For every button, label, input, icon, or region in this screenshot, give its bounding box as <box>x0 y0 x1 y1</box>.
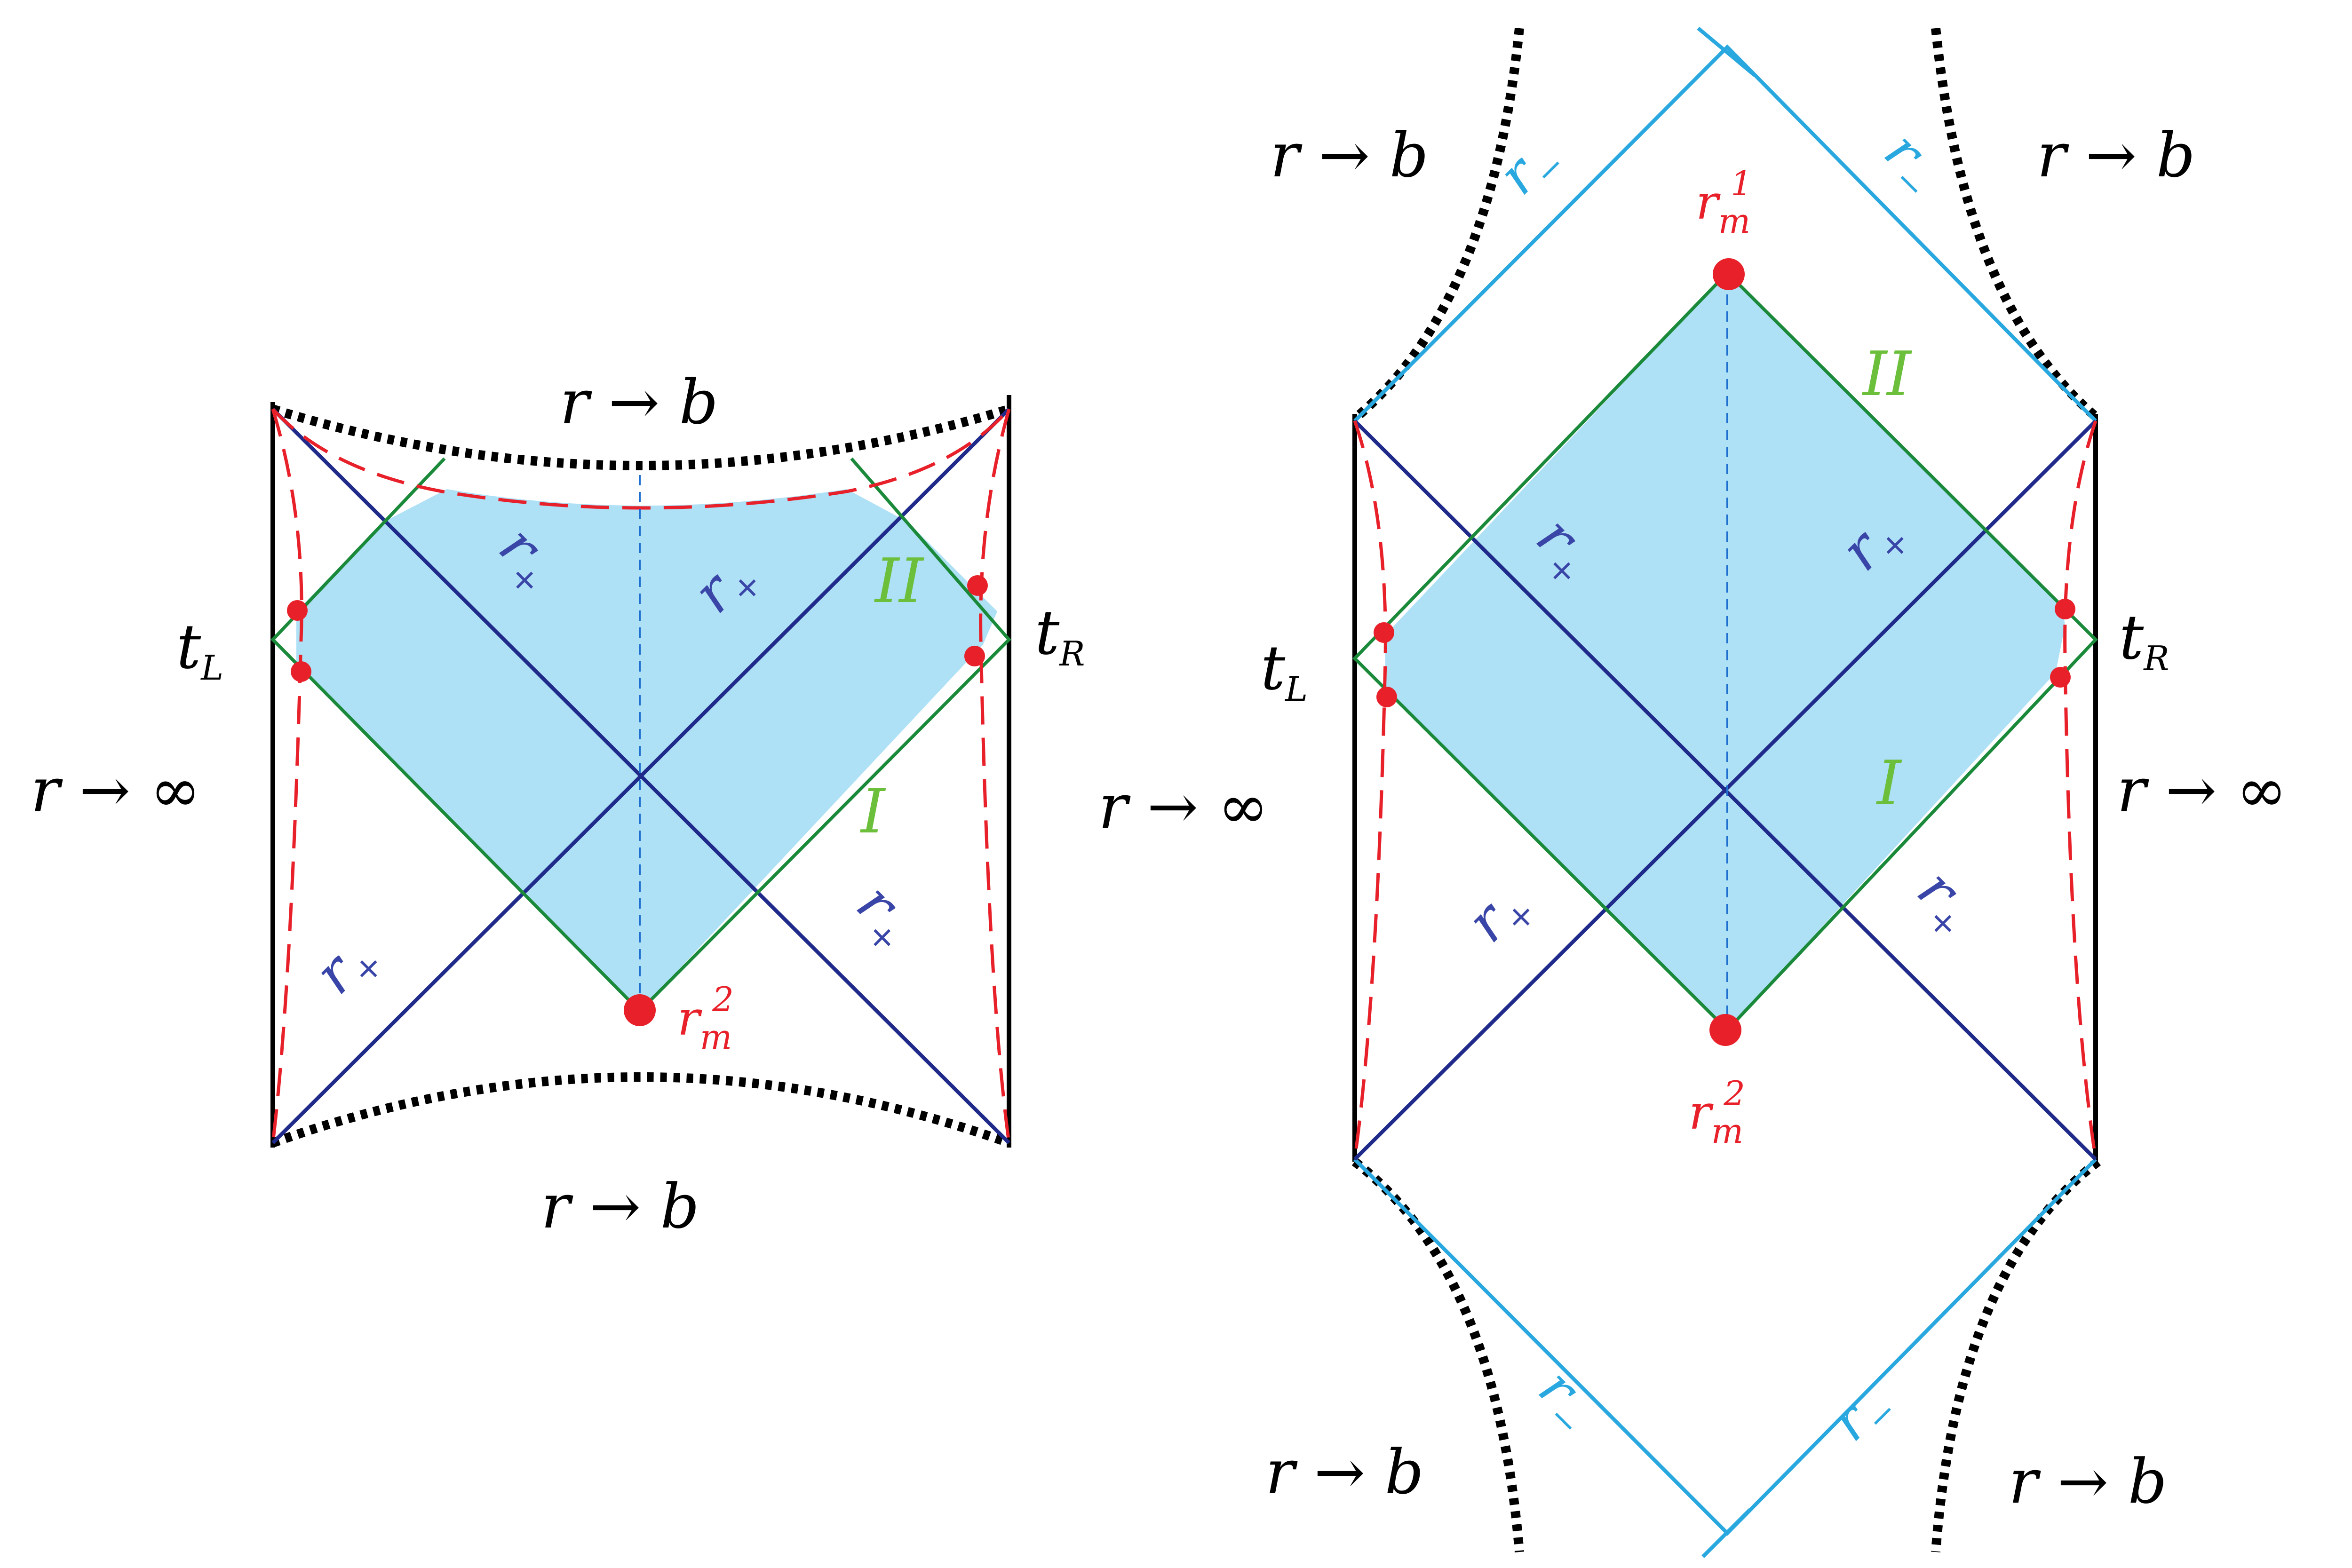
right-horizon-plus-2 <box>1353 420 2097 1161</box>
right-red-cutoff-right <box>2063 420 2098 1160</box>
right-rplus-label-3: r+ <box>1454 870 1544 959</box>
right-sing-top-right <box>1931 27 2101 422</box>
right-region-II-label: II <box>1862 338 1912 410</box>
left-region-II-label: II <box>874 545 924 617</box>
right-tr-dot-lower <box>2050 667 2071 688</box>
right-tr-dot-upper <box>2055 599 2075 619</box>
right-tl-label: tL <box>1261 632 1308 709</box>
left-top-label: r → b <box>560 366 718 438</box>
right-top-right-label: r → b <box>2037 119 2195 191</box>
right-horizon-minus-top-x1 <box>1697 26 1756 77</box>
left-red-cutoff-top <box>271 408 1010 510</box>
right-rplus-label-4: r+ <box>1900 857 1990 947</box>
left-tr-label: tR <box>1035 597 1085 673</box>
left-penrose-diagram: r → b r → b r → ∞ tL tR II I r+ r+ r+ r+… <box>31 366 1085 1242</box>
left-bottom-singularity <box>271 1072 1011 1148</box>
left-infinity-label: r → ∞ <box>31 754 201 826</box>
right-region-I-label: I <box>1876 747 1902 819</box>
left-red-cutoff-left <box>271 408 303 1143</box>
right-penrose-diagram: r → b r → b r → b r → b r → ∞ r → ∞ tL t… <box>1098 26 2287 1558</box>
left-tl-label: tL <box>176 611 223 688</box>
left-tl-dot-lower <box>291 661 311 682</box>
left-bottom-label: r → b <box>541 1171 699 1242</box>
right-horizon-minus-bottom <box>1353 1158 2097 1536</box>
left-top-singularity <box>271 404 1010 470</box>
right-right-infinity-label: r → ∞ <box>2117 754 2287 826</box>
left-red-cutoff-right <box>979 409 1011 1143</box>
left-rm2-dot <box>624 994 656 1026</box>
right-horizon-minus-bottom-x1 <box>1701 1508 1751 1558</box>
right-rm1-dot <box>1713 258 1745 290</box>
right-rm2-dot <box>1709 1014 1741 1046</box>
right-bottom-left-label: r → b <box>1265 1436 1424 1508</box>
right-sing-top-left <box>1351 27 1524 422</box>
left-region-I-label: I <box>860 776 886 847</box>
right-top-left-label: r → b <box>1270 119 1429 191</box>
right-rminus-label-4: r− <box>1818 1370 1906 1458</box>
left-tr-dot-lower <box>964 646 985 666</box>
left-tl-dot-upper <box>287 600 308 621</box>
right-tl-dot-upper <box>1374 622 1394 643</box>
right-shaded-region <box>1385 273 2065 1030</box>
left-tr-dot-upper <box>967 575 988 596</box>
right-horizon-minus-top <box>1353 44 2097 422</box>
right-sing-bottom-right <box>1931 1158 2101 1552</box>
right-rm1-label: rm1 <box>1696 164 1752 241</box>
right-rm2-label: rm2 <box>1689 1074 1745 1151</box>
right-bottom-right-label: r → b <box>2009 1446 2167 1517</box>
right-tr-label: tR <box>2119 602 2169 678</box>
right-sing-bottom-left <box>1351 1158 1524 1552</box>
left-shaded-region <box>296 489 997 1011</box>
right-red-cutoff-left <box>1353 420 1387 1160</box>
left-rplus-label-4: r+ <box>840 871 930 961</box>
right-left-infinity-label: r → ∞ <box>1098 771 1269 842</box>
left-rm2-label: rm2 <box>677 980 734 1057</box>
right-tl-dot-lower <box>1376 687 1397 707</box>
right-rminus-label-2: r− <box>1867 120 1955 207</box>
left-rplus-label-3: r+ <box>302 921 392 1011</box>
left-horizon-plus-2 <box>271 408 1010 1144</box>
